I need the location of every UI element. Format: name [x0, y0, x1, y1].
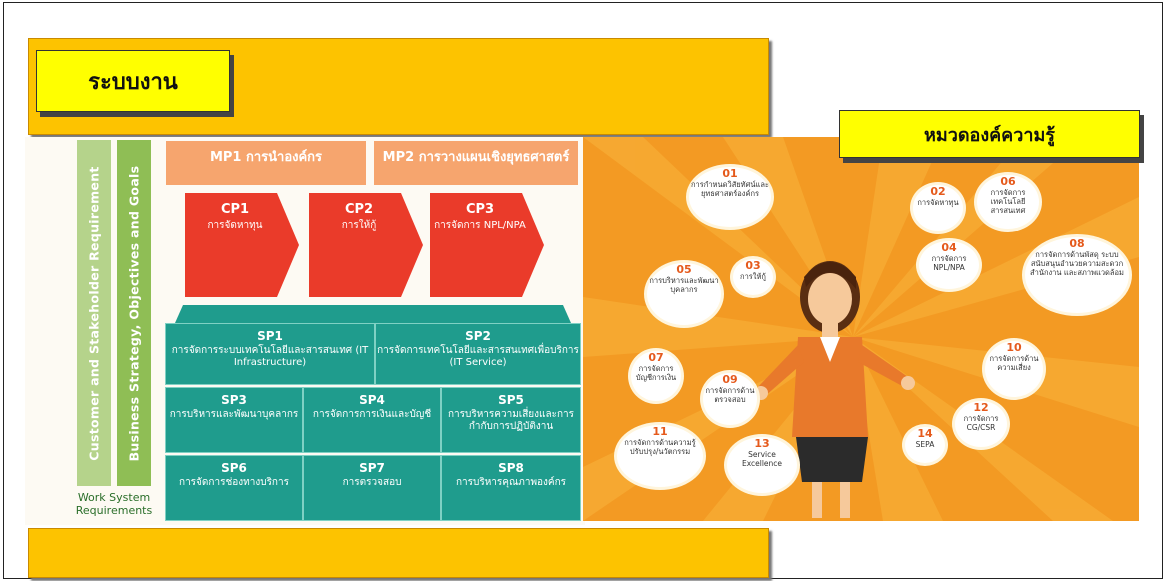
sp4-box: SP4 การจัดการการเงินและบัญชี — [303, 387, 441, 453]
page-frame — [3, 2, 1163, 579]
sp6-box: SP6 การจัดการช่องทางบริการ — [165, 455, 303, 521]
work-system-diagram: Customer and Stakeholder Requirement Bus… — [25, 137, 585, 525]
knowledge-cloud-03: 03 การให้กู้ — [733, 259, 773, 295]
knowledge-cloud-01: 01 การกำหนดวิสัยทัศน์และยุทธศาสตร์องค์กร — [689, 167, 771, 227]
mp2-box: MP2 การวางแผนเชิงยุทธศาสตร์ — [374, 141, 578, 185]
customer-requirement-band: Customer and Stakeholder Requirement — [77, 140, 111, 486]
sp8-box: SP8 การบริหารคุณภาพองค์กร — [441, 455, 581, 521]
mp2-title: MP2 การวางแผนเชิงยุทธศาสตร์ — [382, 150, 570, 165]
knowledge-cloud-11: 11 การจัดการด้านความรู้ปรับปรุง/นวัตกรรม — [617, 425, 703, 487]
sp1-box: SP1 การจัดการระบบเทคโนโลยีและสารสนเทศ (I… — [165, 323, 375, 385]
sp-header-trapezoid — [175, 305, 571, 323]
knowledge-cloud-08: 08 การจัดการด้านพัสดุ ระบบสนับสนุนอำนวยค… — [1025, 237, 1129, 313]
work-system-requirements-label: Work System Requirements — [75, 491, 153, 517]
sp2-box: SP2 การจัดการเทคโนโลยีและสารสนเทศเพื่อบร… — [375, 323, 581, 385]
knowledge-cloud-12: 12 การจัดการ CG/CSR — [955, 401, 1007, 447]
knowledge-cloud-06: 06 การจัดการเทคโนโลยีสารสนเทศ — [977, 175, 1039, 229]
knowledge-cloud-10: 10 การจัดการด้านความเสี่ยง — [985, 341, 1043, 397]
cp2-arrow-shape — [309, 193, 423, 297]
knowledge-cloud-04: 04 การจัดการ NPL/NPA — [919, 241, 979, 289]
knowledge-category-label: หมวดองค์ความรู้ — [839, 110, 1140, 158]
businesswoman-illustration — [758, 261, 915, 518]
knowledge-cloud-05: 05 การบริหารและพัฒนาบุคลากร — [647, 263, 721, 325]
system-label: ระบบงาน — [36, 50, 230, 112]
sp5-box: SP5 การบริหารความเสี่ยงและการกำกับการปฏิ… — [441, 387, 581, 453]
cp1-arrow-shape — [185, 193, 299, 297]
knowledge-cloud-14: 14 SEPA — [905, 427, 945, 463]
knowledge-map: 01 การกำหนดวิสัยทัศน์และยุทธศาสตร์องค์กร… — [583, 137, 1139, 521]
knowledge-cloud-07: 07 การจัดการบัญชีการเงิน — [631, 351, 681, 401]
bottom-banner-bar — [28, 528, 769, 578]
business-strategy-band: Business Strategy, Objectives and Goals — [117, 140, 151, 486]
sp3-box: SP3 การบริหารและพัฒนาบุคลากร — [165, 387, 303, 453]
cp3-arrow-shape — [430, 193, 544, 297]
knowledge-cloud-09: 09 การจัดการด้านตรวจสอบ — [703, 373, 757, 425]
mp1-title: MP1 การนำองค์กร — [209, 150, 323, 165]
mp1-box: MP1 การนำองค์กร — [166, 141, 366, 185]
knowledge-cloud-02: 02 การจัดหาทุน — [913, 185, 963, 231]
knowledge-cloud-13: 13 Service Excellence — [727, 437, 797, 493]
sp7-box: SP7 การตรวจสอบ — [303, 455, 441, 521]
